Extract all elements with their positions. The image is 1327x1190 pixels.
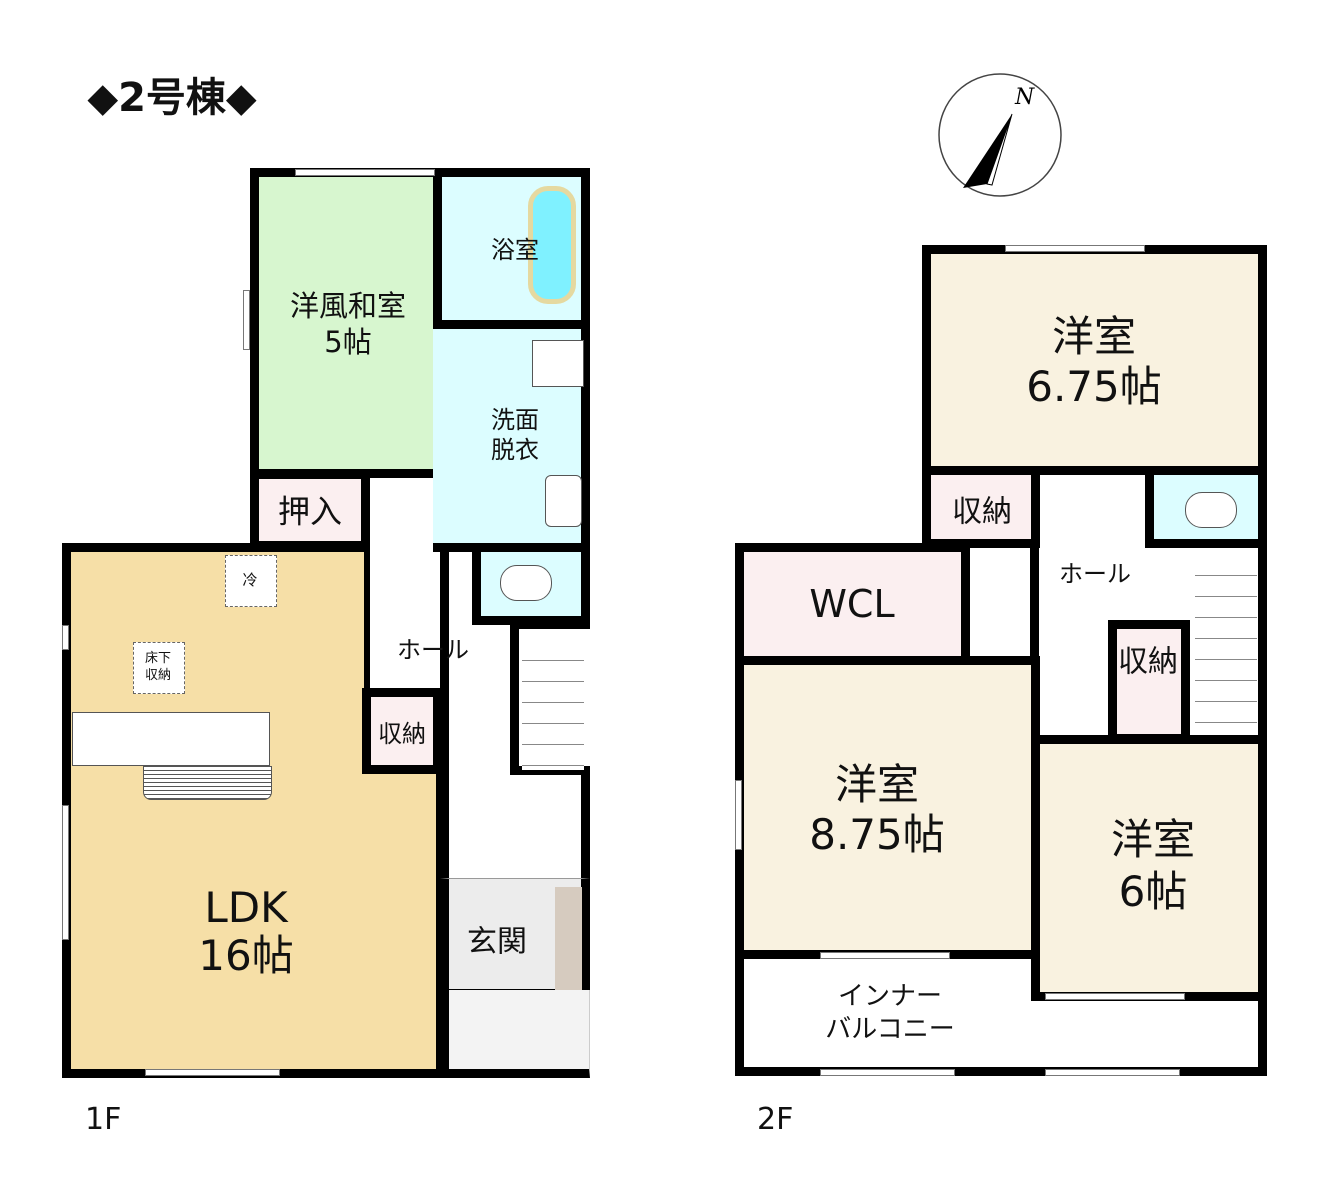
washitsu-label: 洋風和室 — [289, 289, 407, 324]
hall-1f-label: ホール — [397, 635, 469, 664]
window — [62, 805, 69, 940]
western1-label: 洋室 — [1051, 311, 1137, 361]
toilet-icon — [500, 565, 552, 601]
balcony-label-2: バルコニー — [825, 1014, 955, 1045]
stairs-2f — [1195, 555, 1257, 730]
underfloor-storage — [133, 642, 185, 694]
washing-machine-icon — [532, 340, 584, 387]
ldk-label: LDK — [204, 882, 288, 932]
western3-label: 洋室 — [1110, 814, 1196, 864]
floor-1-label: 1F — [85, 1102, 122, 1137]
stairs-icon — [522, 640, 584, 770]
window — [295, 169, 435, 176]
underfloor-label-2: 収納 — [144, 667, 172, 683]
wash-label-1: 洗面 — [491, 405, 539, 434]
ldk-size: 16帖 — [198, 930, 294, 980]
wcl-label: WCL — [809, 582, 895, 627]
wash-label-2: 脱衣 — [491, 435, 539, 464]
window — [735, 780, 742, 850]
shoe-storage — [555, 887, 582, 992]
washitsu-size: 5帖 — [324, 325, 372, 360]
room-wcl — [735, 543, 970, 665]
sink-icon — [545, 475, 582, 527]
storage1-label: 収納 — [952, 494, 1012, 530]
storage-1f-label: 収納 — [378, 719, 426, 748]
room-storage-2f-1 — [922, 466, 1040, 548]
toilet-icon-2f — [1185, 492, 1237, 528]
window — [820, 952, 950, 959]
counter-bar — [143, 766, 272, 800]
window — [1005, 245, 1145, 252]
bathtub-icon — [528, 186, 576, 304]
western1-size: 6.75帖 — [1026, 361, 1162, 411]
floor-2-label: 2F — [757, 1102, 794, 1137]
oshiire-label: 押入 — [277, 492, 343, 531]
porch — [440, 990, 590, 1078]
bath-label: 浴室 — [491, 235, 539, 264]
fridge-space — [225, 555, 277, 607]
entrance-label: 玄関 — [467, 924, 527, 960]
window — [1045, 993, 1185, 1000]
room-storage-2f-2 — [1108, 620, 1190, 743]
room-storage-1f — [362, 688, 442, 774]
western2-label: 洋室 — [834, 759, 920, 809]
room-oshiire — [250, 470, 370, 550]
window — [62, 625, 69, 650]
window — [145, 1069, 280, 1076]
western3-size: 6帖 — [1118, 866, 1188, 916]
compass-icon: N — [938, 73, 1062, 197]
window — [1045, 1069, 1180, 1076]
balcony-label-1: インナー — [837, 981, 943, 1012]
hall-2f-label: ホール — [1059, 559, 1131, 588]
underfloor-label-1: 床下 — [144, 650, 172, 666]
fridge-label: 冷 — [242, 570, 258, 589]
compass-north-label: N — [1014, 85, 1035, 110]
window — [820, 1069, 955, 1076]
storage2-label-1: 収納 — [1118, 644, 1178, 680]
window — [243, 290, 250, 350]
western2-size: 8.75帖 — [809, 809, 945, 859]
kitchen-counter — [72, 712, 270, 766]
building-title: ◆2号棟◆ — [87, 75, 257, 121]
